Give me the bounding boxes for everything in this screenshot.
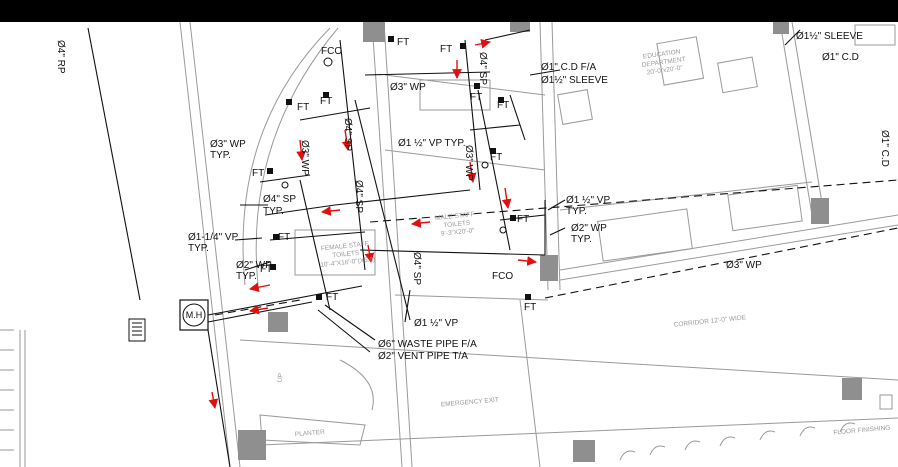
- label-ft-8: FT: [490, 152, 502, 163]
- label-sp4-c: Ø4" SP: [353, 180, 364, 213]
- label-ft-3: FT: [297, 102, 309, 113]
- label-sp4-b: Ø4" SP: [342, 118, 353, 151]
- label-wp3-corridor: Ø3" WP: [726, 260, 762, 271]
- pipe-lines: [87, 27, 801, 467]
- grating-symbol: [128, 318, 146, 342]
- label-vp-typ: Ø1 ½" VP TYP.: [398, 138, 465, 149]
- label-ft-5: FT: [470, 92, 482, 103]
- room-floor-finishing: FLOOR FINISHING: [833, 425, 890, 437]
- label-wp3-typ: Ø3" WP: [210, 139, 246, 150]
- room-labels: EDUCATION DEPARTMENT 20'-0"x20'-0" MALE …: [276, 48, 890, 438]
- cleanout-symbols: [281, 57, 507, 234]
- label-vp-right: Ø1 ½" VP: [566, 195, 610, 206]
- label-ft-1: FT: [397, 37, 409, 48]
- label-ft-13: FT: [524, 302, 536, 313]
- label-ft-7: FT: [252, 168, 264, 179]
- label-fco-bottom: FCO: [492, 271, 513, 282]
- room-emergency: EMERGENCY EXIT: [441, 396, 499, 408]
- label-vp114: Ø1-1/4" VP: [188, 232, 239, 243]
- label-wp3-b: Ø3" WP: [299, 140, 310, 176]
- label-sp4-typ-note: TYP.: [263, 206, 284, 217]
- label-waste-pipe: Ø6" WASTE PIPE F/A: [378, 339, 477, 350]
- label-ft-2: FT: [440, 44, 452, 55]
- room-male-1: MALE STAFF: [435, 211, 475, 222]
- label-ft-10: FT: [278, 232, 290, 243]
- pipe-labels: Ø4" RP FCO FT FT FT FT FT FT FT FT FT FT…: [55, 31, 890, 362]
- structural-columns: [238, 22, 862, 462]
- label-vp-right-typ: TYP.: [566, 206, 587, 217]
- label-cd-edge: Ø1" C.D: [879, 130, 890, 167]
- label-vp114-typ: TYP.: [188, 243, 209, 254]
- manhole-symbol: M.H: [179, 299, 209, 331]
- room-female-2: TOILETS: [332, 250, 360, 260]
- title-bar: [0, 0, 898, 22]
- label-ft-9: FT: [517, 214, 529, 225]
- label-sp4-a: Ø4" SP: [477, 52, 488, 85]
- room-male-3: 9'-3"X20'-0": [441, 227, 476, 238]
- label-wp3-typ-note: TYP.: [210, 150, 231, 161]
- label-sp4-typ: Ø4" SP: [263, 194, 296, 205]
- room-female-3: 10'-4"X16'-0"(X5.5): [320, 256, 376, 269]
- label-cd-fa: Ø1" C.D F/A: [541, 62, 597, 73]
- architecture-lines: [0, 21, 898, 467]
- label-ft-12: FT: [326, 292, 338, 303]
- label-wp3-c: Ø3" WP: [463, 145, 474, 181]
- room-female-1: FEMALE STAFF: [321, 241, 369, 253]
- label-wp3-top: Ø3" WP: [390, 82, 426, 93]
- room-male-2: TOILETS: [443, 220, 471, 230]
- label-vp-bottom: Ø1 ½" VP: [414, 318, 458, 329]
- label-ft-4: FT: [320, 96, 332, 107]
- label-wp2-left-typ: TYP.: [236, 271, 257, 282]
- label-sp4-d: Ø4" SP: [411, 252, 422, 285]
- manhole-label: M.H: [186, 310, 203, 320]
- label-ft-11: FT: [260, 264, 272, 275]
- label-wp2-right: Ø2" WP: [571, 223, 607, 234]
- room-corridor: CORRIDOR 12'-0" WIDE: [673, 314, 747, 329]
- label-rp: Ø4" RP: [55, 40, 66, 74]
- label-wp2-right-typ: TYP.: [571, 234, 592, 245]
- label-sleeve-mid: Ø1½" SLEEVE: [541, 75, 608, 86]
- label-sleeve-top-right: Ø1½" SLEEVE: [796, 31, 863, 42]
- room-up: UP: [276, 373, 284, 383]
- label-cd-right: Ø1" C.D: [822, 52, 859, 63]
- label-ft-6: FT: [497, 100, 509, 111]
- label-vent-pipe: Ø2" VENT PIPE T/A: [378, 351, 468, 362]
- label-fco-top: FCO: [321, 46, 342, 57]
- label-wp2-left: Ø2" WP: [236, 260, 272, 271]
- flow-arrows: [208, 38, 537, 409]
- floor-trap-symbols: [267, 36, 531, 300]
- room-planter: PLANTER: [295, 429, 326, 439]
